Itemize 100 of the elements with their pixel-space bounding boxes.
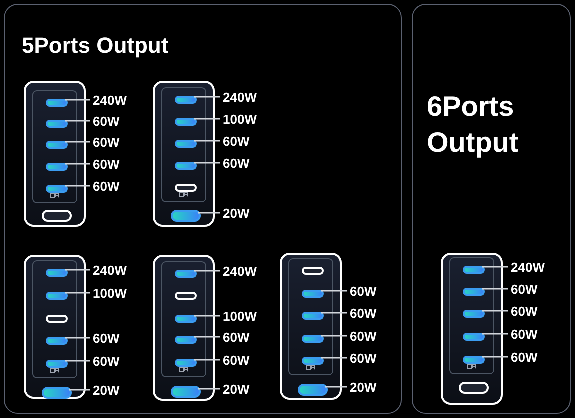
leader-line: [65, 99, 90, 101]
usb-c-port: [46, 99, 68, 107]
usb-c-port: [463, 356, 485, 364]
usb-c-port: [175, 292, 197, 300]
usb-c-port: [46, 185, 68, 193]
usb-a-port: [298, 384, 328, 396]
wattage-label: 100W: [223, 308, 257, 326]
wattage-label: 60W: [93, 156, 120, 174]
usb-c-port: [46, 315, 68, 323]
wattage-label: 60W: [93, 134, 120, 152]
leader-line: [482, 288, 508, 290]
usb-c-port: [175, 336, 197, 344]
wattage-label: 240W: [223, 263, 257, 281]
usb-c-port: [175, 162, 197, 170]
panel-title: 5Ports Output: [22, 32, 169, 60]
leader-line: [65, 292, 90, 294]
usb-c-port: [302, 312, 324, 320]
usb-c-port: [175, 118, 197, 126]
wattage-label: 240W: [511, 259, 545, 277]
wattage-label: 20W: [350, 379, 377, 397]
leader-line: [198, 212, 220, 214]
output-panel: [412, 4, 571, 414]
wattage-label: 100W: [223, 111, 257, 129]
usb-c-port: [302, 267, 324, 275]
leader-line: [65, 185, 90, 187]
wattage-label: 60W: [350, 350, 377, 368]
wattage-label: 60W: [223, 155, 250, 173]
usb-c-port: [175, 270, 197, 278]
leader-line: [65, 141, 90, 143]
wattage-label: 60W: [93, 113, 120, 131]
usb-a-port: [459, 382, 489, 394]
wattage-label: 60W: [511, 349, 538, 367]
usb-c-port: [302, 335, 324, 343]
usb-c-port: [46, 360, 68, 368]
leader-line: [194, 359, 220, 361]
leader-line: [482, 310, 508, 312]
charger-box: [441, 253, 503, 405]
leader-line: [482, 333, 508, 335]
wattage-label: 60W: [223, 329, 250, 347]
leader-line: [65, 163, 90, 165]
wattage-label: 60W: [223, 352, 250, 370]
wattage-label: 60W: [350, 283, 377, 301]
leader-line: [194, 336, 220, 338]
wattage-label: 60W: [511, 326, 538, 344]
charger-box: [24, 81, 86, 227]
charger-box: [153, 81, 215, 227]
wattage-label: 20W: [223, 205, 250, 223]
usb-c-port: [302, 357, 324, 365]
wattage-label: 20W: [93, 382, 120, 400]
usb-c-port: [463, 310, 485, 318]
leader-line: [321, 290, 347, 292]
leader-line: [194, 162, 220, 164]
charger-box: [280, 253, 342, 400]
leader-line: [321, 335, 347, 337]
wattage-label: 20W: [223, 381, 250, 399]
usb-a-port: [171, 210, 201, 222]
wattage-label: 100W: [93, 285, 127, 303]
leader-line: [321, 357, 347, 359]
usb-c-port: [175, 359, 197, 367]
usb-a-port: [42, 387, 72, 399]
leader-line: [65, 120, 90, 122]
wattage-label: 60W: [93, 330, 120, 348]
usb-a-port: [171, 386, 201, 398]
leader-line: [194, 96, 220, 98]
leader-line: [325, 386, 347, 388]
usb-c-port: [46, 141, 68, 149]
leader-line: [194, 140, 220, 142]
wattage-label: 240W: [93, 262, 127, 280]
output-panel: [4, 4, 402, 414]
leader-line: [65, 360, 90, 362]
leader-line: [194, 315, 220, 317]
wattage-label: 60W: [93, 353, 120, 371]
wattage-label: 60W: [511, 281, 538, 299]
leader-line: [65, 269, 90, 271]
usb-c-port: [175, 315, 197, 323]
usb-c-port: [463, 266, 485, 274]
usb-c-port: [46, 292, 68, 300]
wattage-label: 60W: [223, 133, 250, 151]
wattage-label: 60W: [350, 328, 377, 346]
usb-c-port: [302, 290, 324, 298]
wattage-label: 60W: [93, 178, 120, 196]
usb-c-port: [46, 337, 68, 345]
leader-line: [194, 118, 220, 120]
leader-line: [65, 337, 90, 339]
usb-c-port: [175, 140, 197, 148]
charger-box: [24, 255, 86, 399]
wattage-label: 240W: [93, 92, 127, 110]
usb-c-port: [46, 163, 68, 171]
leader-line: [482, 266, 508, 268]
leader-line: [198, 388, 220, 390]
usb-c-port: [175, 184, 197, 192]
usb-c-port: [463, 333, 485, 341]
charger-box: [153, 255, 215, 401]
usb-a-port: [42, 210, 72, 222]
leader-line: [321, 312, 347, 314]
leader-line: [482, 356, 508, 358]
leader-line: [69, 389, 90, 391]
wattage-label: 60W: [511, 303, 538, 321]
usb-c-port: [463, 288, 485, 296]
usb-c-port: [46, 269, 68, 277]
